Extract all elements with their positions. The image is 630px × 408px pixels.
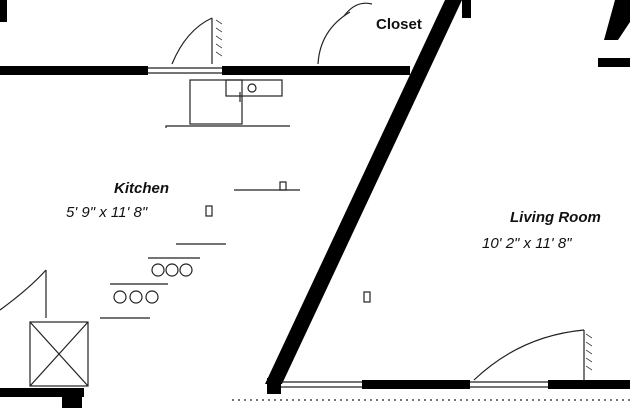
fixtures: [0, 2, 630, 401]
stove-burners: [110, 257, 200, 304]
wall-bottom-left: [0, 388, 84, 397]
bottom-door-swing: [473, 329, 585, 381]
wall-top-left: [0, 66, 148, 75]
jamb-hatching: [215, 19, 593, 371]
wall-bottom-left-post: [62, 388, 82, 408]
closet-label: Closet: [376, 16, 422, 33]
sink: [189, 79, 243, 125]
wall-bottom-right-a: [362, 380, 470, 389]
wall-closet-right: [462, 0, 471, 18]
wall-diagonal-right: [265, 0, 462, 384]
wall-bottom-mid-post: [267, 378, 281, 394]
closet-door-swing: [317, 11, 351, 65]
kitchen-label: Kitchen: [114, 180, 170, 197]
wall-diagonal-far-right: [604, 0, 630, 40]
wall-left-vertical-top: [0, 0, 7, 22]
refrigerator: [29, 321, 89, 387]
wall-bottom-right-b: [548, 380, 630, 389]
wall-top-center: [222, 66, 410, 75]
kitchen-dimensions: 5' 9" x 11' 8": [66, 204, 148, 221]
living-room-dimensions: 10' 2" x 11' 8": [482, 235, 572, 252]
living-room-label: Living Room: [510, 209, 601, 226]
wall-top-right-stub: [598, 58, 630, 67]
